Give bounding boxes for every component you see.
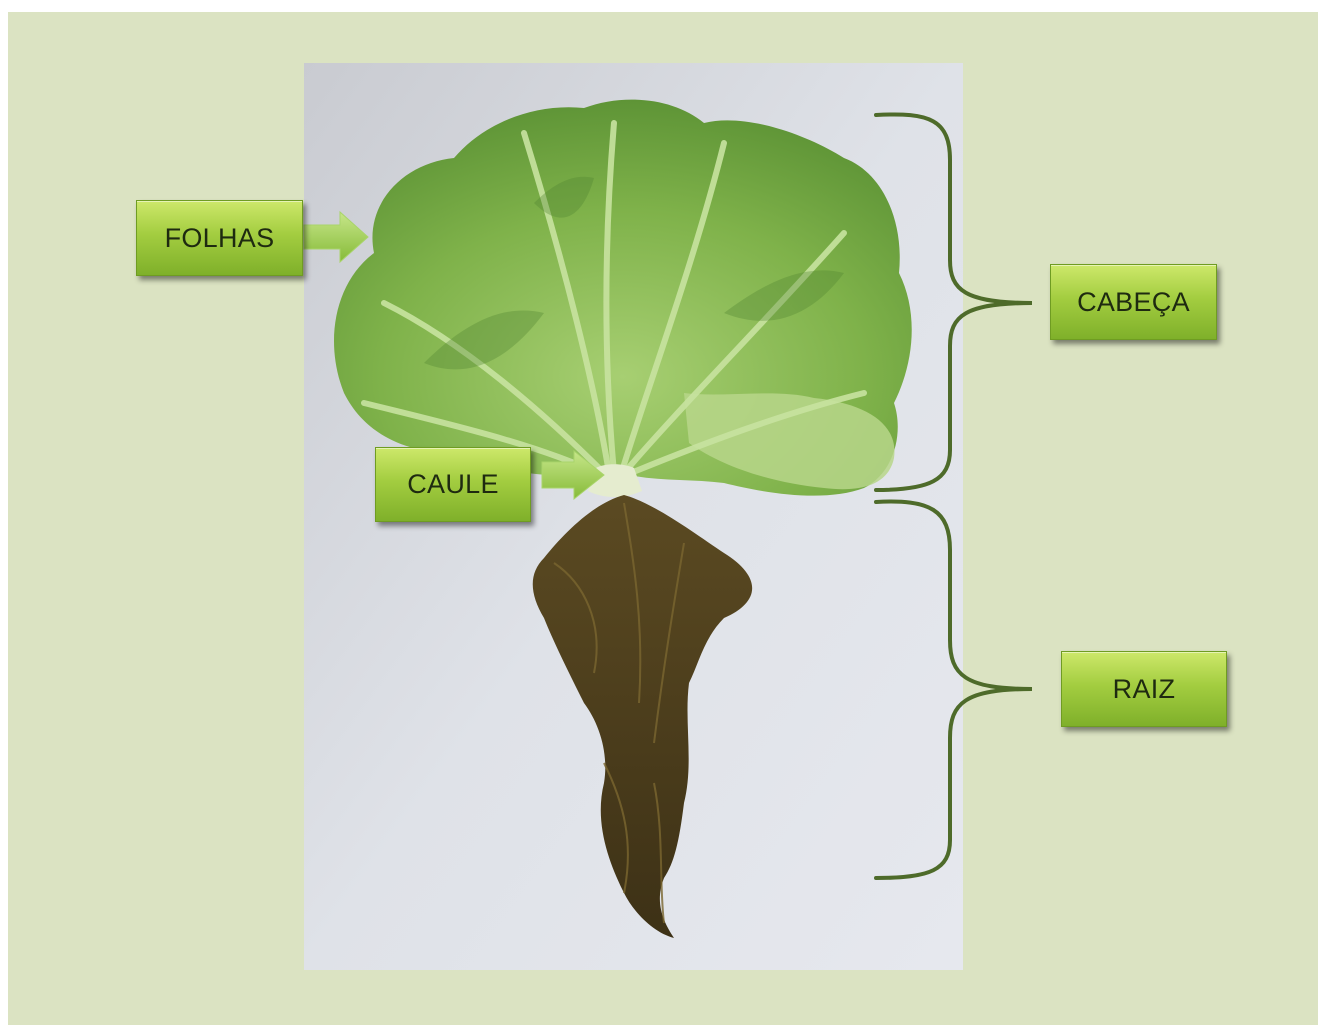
folhas-arrow-icon [304,212,368,262]
label-folhas: FOLHAS [136,200,303,276]
label-raiz: RAIZ [1061,651,1227,727]
cabeca-bracket-icon [876,114,1032,490]
label-cabeca: CABEÇA [1050,264,1217,340]
raiz-bracket-icon [876,502,1032,878]
caule-arrow-icon [542,451,604,499]
label-caule: CAULE [375,447,531,522]
